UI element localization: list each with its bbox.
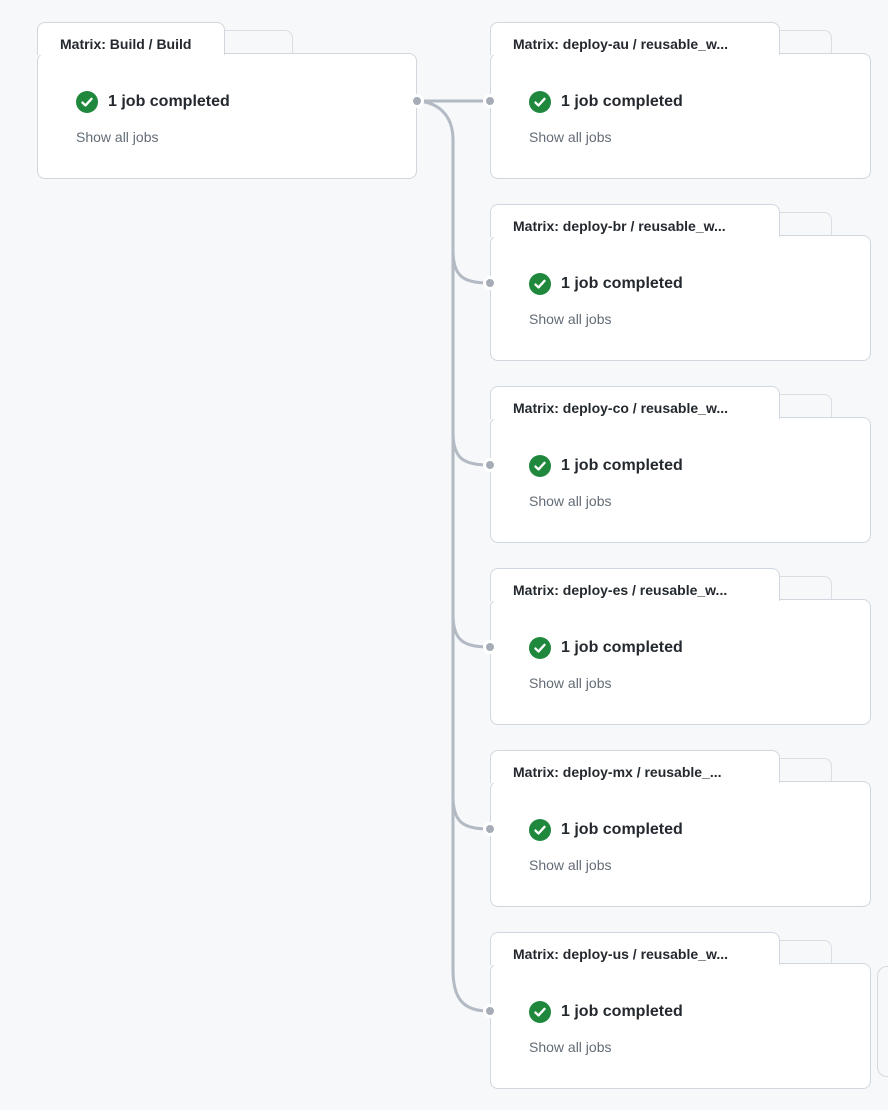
check-circle-icon — [76, 91, 98, 113]
job-status-row: 1 job completed — [529, 91, 683, 113]
job-group-deploy-au[interactable]: 1 job completed Show all jobs Matrix: de… — [490, 22, 871, 179]
job-group-tab-deploy-mx[interactable]: Matrix: deploy-mx / reusable_... — [490, 750, 780, 783]
job-group-deploy-es[interactable]: 1 job completed Show all jobs Matrix: de… — [490, 568, 871, 725]
job-status-text: 1 job completed — [561, 93, 683, 110]
job-group-card-deploy-us[interactable]: 1 job completed Show all jobs — [490, 963, 871, 1089]
job-status-row: 1 job completed — [529, 637, 683, 659]
job-group-title: Matrix: deploy-us / reusable_w... — [513, 945, 728, 962]
job-group-tab-deploy-us[interactable]: Matrix: deploy-us / reusable_w... — [490, 932, 780, 965]
job-group-title: Matrix: deploy-au / reusable_w... — [513, 35, 728, 52]
job-group-deploy-us[interactable]: 1 job completed Show all jobs Matrix: de… — [490, 932, 871, 1089]
job-group-card-deploy-es[interactable]: 1 job completed Show all jobs — [490, 599, 871, 725]
job-status-text: 1 job completed — [561, 275, 683, 292]
job-group-card-deploy-co[interactable]: 1 job completed Show all jobs — [490, 417, 871, 543]
job-group-title: Matrix: deploy-co / reusable_w... — [513, 399, 728, 416]
connector-branch-co — [451, 431, 489, 467]
job-group-card-deploy-br[interactable]: 1 job completed Show all jobs — [490, 235, 871, 361]
show-all-jobs-link[interactable]: Show all jobs — [529, 857, 612, 873]
job-group-card-build[interactable]: 1 job completed Show all jobs — [37, 53, 417, 179]
job-status-text: 1 job completed — [561, 1003, 683, 1020]
connector-branch-es — [451, 613, 489, 649]
job-status-text: 1 job completed — [108, 93, 230, 110]
job-status-text: 1 job completed — [561, 457, 683, 474]
job-group-deploy-br[interactable]: 1 job completed Show all jobs Matrix: de… — [490, 204, 871, 361]
job-status-row: 1 job completed — [529, 273, 683, 295]
job-group-tab-deploy-br[interactable]: Matrix: deploy-br / reusable_w... — [490, 204, 780, 237]
job-group-title: Matrix: deploy-br / reusable_w... — [513, 217, 726, 234]
job-group-deploy-co[interactable]: 1 job completed Show all jobs Matrix: de… — [490, 386, 871, 543]
job-group-tab-deploy-au[interactable]: Matrix: deploy-au / reusable_w... — [490, 22, 780, 55]
show-all-jobs-link[interactable]: Show all jobs — [529, 129, 612, 145]
connector-branch-br — [451, 249, 489, 285]
job-group-build[interactable]: 1 job completed Show all jobs Matrix: Bu… — [37, 22, 417, 179]
job-group-title: Matrix: deploy-es / reusable_w... — [513, 581, 728, 598]
job-group-title: Matrix: Build / Build — [60, 35, 192, 52]
check-circle-icon — [529, 273, 551, 295]
check-circle-icon — [529, 91, 551, 113]
check-circle-icon — [529, 455, 551, 477]
show-all-jobs-link[interactable]: Show all jobs — [529, 493, 612, 509]
check-circle-icon — [529, 637, 551, 659]
show-all-jobs-link[interactable]: Show all jobs — [76, 129, 159, 145]
job-group-tab-build[interactable]: Matrix: Build / Build — [37, 22, 225, 55]
show-all-jobs-link[interactable]: Show all jobs — [529, 311, 612, 327]
job-group-card-deploy-au[interactable]: 1 job completed Show all jobs — [490, 53, 871, 179]
job-group-tab-deploy-co[interactable]: Matrix: deploy-co / reusable_w... — [490, 386, 780, 419]
job-status-row: 1 job completed — [529, 819, 683, 841]
check-circle-icon — [529, 1001, 551, 1023]
job-group-tab-deploy-es[interactable]: Matrix: deploy-es / reusable_w... — [490, 568, 780, 601]
show-all-jobs-link[interactable]: Show all jobs — [529, 1039, 612, 1055]
connector-branch-mx — [451, 795, 489, 831]
job-status-text: 1 job completed — [561, 639, 683, 656]
connector-trunk — [416, 99, 489, 1013]
job-group-card-deploy-mx[interactable]: 1 job completed Show all jobs — [490, 781, 871, 907]
offscreen-card-corner — [877, 966, 888, 1077]
job-status-row: 1 job completed — [529, 1001, 683, 1023]
job-status-row: 1 job completed — [529, 455, 683, 477]
job-status-row: 1 job completed — [76, 91, 230, 113]
job-status-text: 1 job completed — [561, 821, 683, 838]
job-group-deploy-mx[interactable]: 1 job completed Show all jobs Matrix: de… — [490, 750, 871, 907]
show-all-jobs-link[interactable]: Show all jobs — [529, 675, 612, 691]
job-group-title: Matrix: deploy-mx / reusable_... — [513, 763, 722, 780]
check-circle-icon — [529, 819, 551, 841]
